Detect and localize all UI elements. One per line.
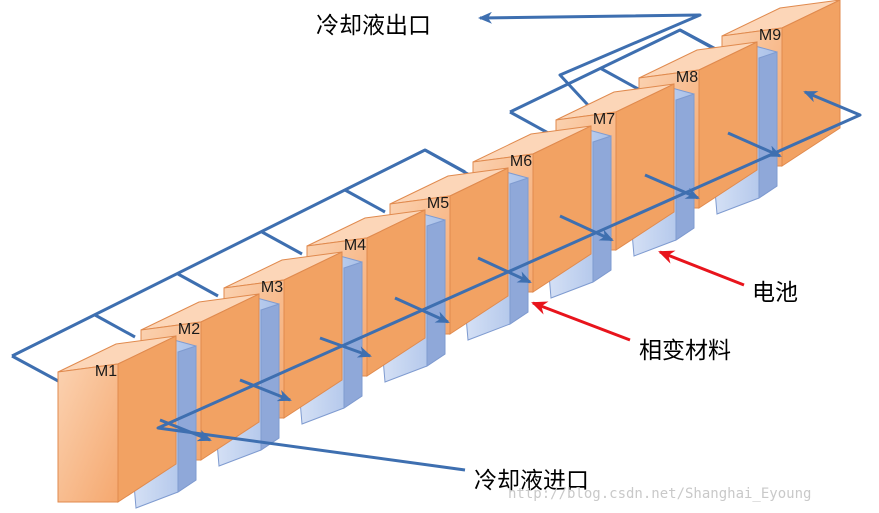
pcm-plate-side <box>426 219 446 367</box>
pcm-plate-side <box>592 135 612 283</box>
module-label: M8 <box>676 69 698 86</box>
inlet-branch-arrow <box>394 296 450 324</box>
battery-module: M1 <box>57 335 197 509</box>
outlet-branch <box>599 66 641 92</box>
module-label: M5 <box>427 195 449 212</box>
module-label: M9 <box>759 27 781 44</box>
battery-front <box>57 363 119 503</box>
coolant-outlet-label: 冷却液出口 <box>316 13 431 39</box>
outlet-branch <box>509 110 551 136</box>
battery-pointer-arrow <box>658 250 745 287</box>
inlet-branch-arrow <box>239 378 292 402</box>
pcm-plate-side <box>343 261 363 409</box>
watermark: http://blog.csdn.net/Shanghai_Eyoung <box>508 486 811 502</box>
module-label: M2 <box>178 321 200 338</box>
pcm-plate-side <box>177 345 197 493</box>
pcm-plate-side <box>758 51 778 199</box>
inlet-branch-arrow <box>319 336 372 358</box>
inlet-branch-arrow <box>559 214 614 242</box>
pcm-pointer-arrow <box>531 301 631 342</box>
inlet-branch-arrow <box>644 173 700 200</box>
outlet-manifold-lower <box>11 354 61 384</box>
module-label: M4 <box>344 237 366 254</box>
inlet-branch-arrow <box>477 256 532 284</box>
battery-label: 电池 <box>752 280 798 306</box>
pcm-plate-side <box>509 177 529 325</box>
outlet-branch <box>177 272 219 298</box>
module-label: M3 <box>261 279 283 296</box>
inlet-branch-arrow <box>159 418 212 442</box>
outlet-branch <box>344 188 386 214</box>
coolant-inlet-label: 冷却液进口 <box>474 468 589 494</box>
pcm-label: 相变材料 <box>639 338 731 364</box>
battery-side <box>781 0 841 167</box>
outlet-branch <box>424 148 466 174</box>
pcm-plate-side <box>675 93 695 241</box>
module-label: M1 <box>95 363 117 380</box>
module-label: M6 <box>510 153 532 170</box>
outlet-branch <box>261 230 303 256</box>
coolant-pipes-front <box>156 90 862 472</box>
outlet-branch <box>94 313 136 339</box>
module-label: M7 <box>593 111 615 128</box>
inlet-branch-arrow <box>727 131 782 158</box>
